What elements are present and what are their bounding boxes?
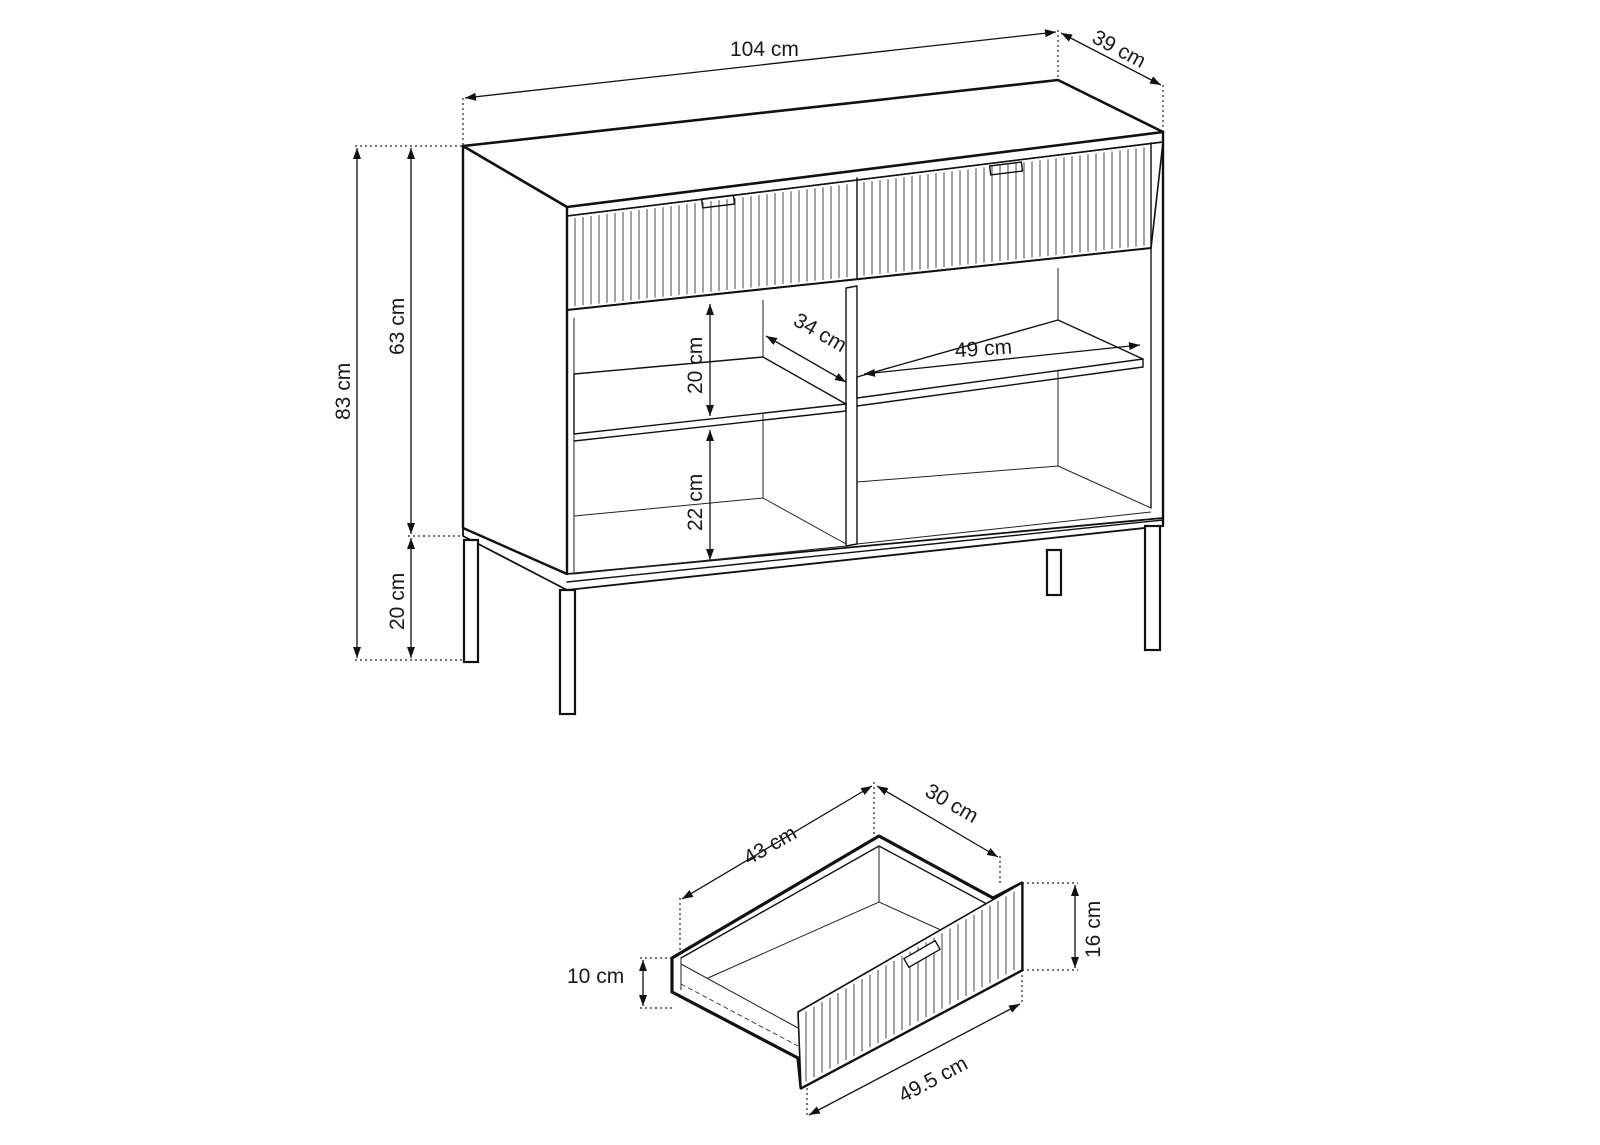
dim-line-depth [1060, 32, 1162, 86]
dim-label-lower-compartment: 22 cm [684, 474, 707, 531]
dim-label-shelf-depth: 34 cm [789, 309, 850, 358]
leg-back-right [1045, 548, 1063, 597]
right-drawer-handle [988, 161, 1024, 176]
dim-label-upper-compartment: 20 cm [684, 337, 707, 394]
sideboard-drawer-band [566, 141, 1164, 311]
sideboard-legs [462, 524, 1162, 716]
leg-back-left [462, 538, 480, 664]
dim-label-drawer-side-depth: 30 cm [921, 779, 982, 828]
dim-line-shelf-width [863, 342, 1141, 377]
dim-label-leg-height: 20 cm [386, 573, 409, 630]
sideboard-left-side-panel [461, 144, 569, 576]
dim-line-shelf-depth [765, 335, 847, 383]
sideboard-drawing: 104 cm 39 cm 83 cm 63 cm 20 cm 20 cm 22 … [332, 26, 1165, 716]
dim-label-depth: 39 cm [1088, 26, 1149, 73]
sideboard-top-surface [461, 78, 1165, 209]
right-drawer-ribbing [863, 147, 1145, 276]
sideboard-base-bottom-edge [566, 519, 1164, 583]
cabinet-center-divider [845, 285, 858, 547]
cabinet-interior [573, 254, 1152, 575]
drawer-band-bottom [566, 247, 1152, 311]
dim-line-width [464, 29, 1057, 101]
sideboard-base-rail [462, 517, 1164, 591]
dim-label-drawer-side-height: 10 cm [567, 965, 624, 988]
drawer-handle [903, 939, 941, 969]
dim-line-drawer-side-depth [876, 785, 999, 858]
left-drawer-handle [700, 194, 736, 209]
dim-label-drawer-front-height: 16 cm [1082, 901, 1105, 958]
drawer-drawing: 43 cm 30 cm 16 cm 10 cm 49.5 cm [567, 779, 1105, 1118]
leg-front-left [558, 588, 577, 716]
leg-front-right [1143, 524, 1162, 652]
dim-label-body-height: 63 cm [386, 298, 409, 355]
dim-line-drawer-inner-depth [681, 785, 873, 900]
dim-label-total-height: 83 cm [332, 363, 355, 420]
dim-label-drawer-inner-depth: 43 cm [740, 821, 801, 870]
dim-label-width: 104 cm [730, 38, 799, 61]
sideboard-top-front-edge [566, 131, 1164, 217]
dim-line-drawer-front-width [808, 1003, 1021, 1116]
dim-label-drawer-front-width: 49.5 cm [895, 1052, 972, 1107]
dim-label-shelf-width: 49 cm [954, 335, 1013, 362]
left-drawer-ribbing [574, 184, 848, 307]
